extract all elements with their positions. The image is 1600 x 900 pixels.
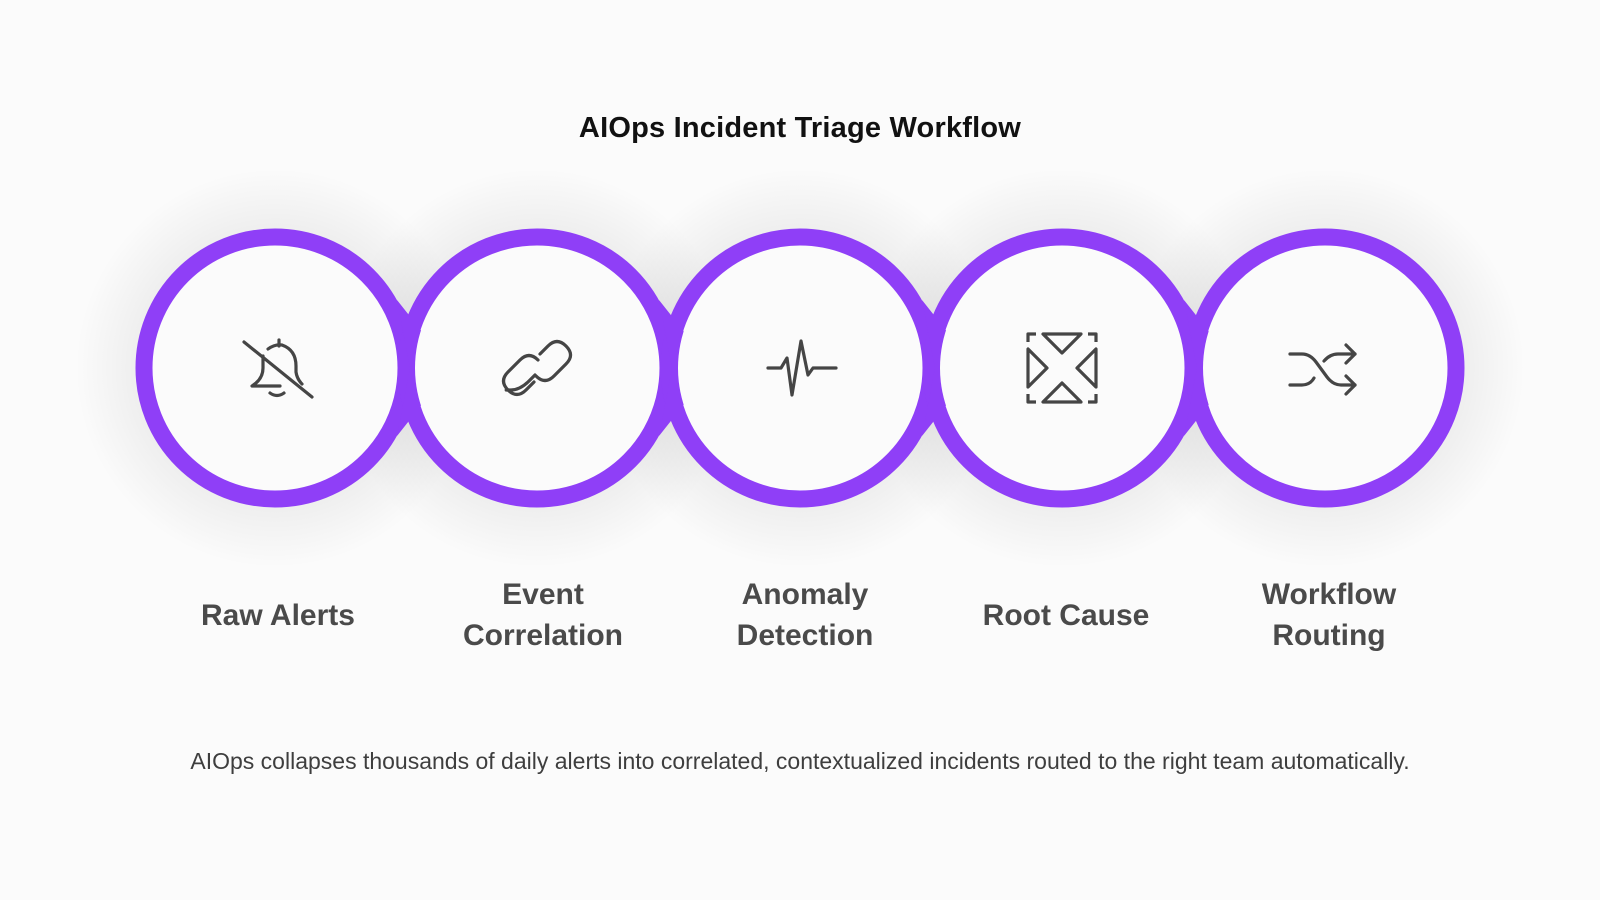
collapse-arrows-icon	[1026, 332, 1098, 404]
face-group	[153, 246, 1447, 490]
step-label-root-cause: Root Cause	[982, 598, 1150, 632]
step-label-event-correlation: Event Correlation	[462, 578, 624, 652]
link-icon	[501, 339, 573, 397]
diagram-caption: AIOps collapses thousands of daily alert…	[190, 748, 1410, 774]
step-label-anomaly-detection: Anomaly Detection	[736, 578, 874, 652]
shuffle-icon	[1288, 343, 1357, 396]
step-labels: Raw Alerts Event Correlation Anomaly Det…	[0, 570, 1600, 670]
step-label-workflow-routing: Workflow Routing	[1261, 578, 1397, 652]
bell-off-icon	[242, 338, 314, 399]
diagram-title: AIOps Incident Triage Workflow	[578, 112, 1022, 144]
pulse-icon	[766, 339, 838, 397]
step-label-raw-alerts: Raw Alerts	[201, 598, 355, 632]
